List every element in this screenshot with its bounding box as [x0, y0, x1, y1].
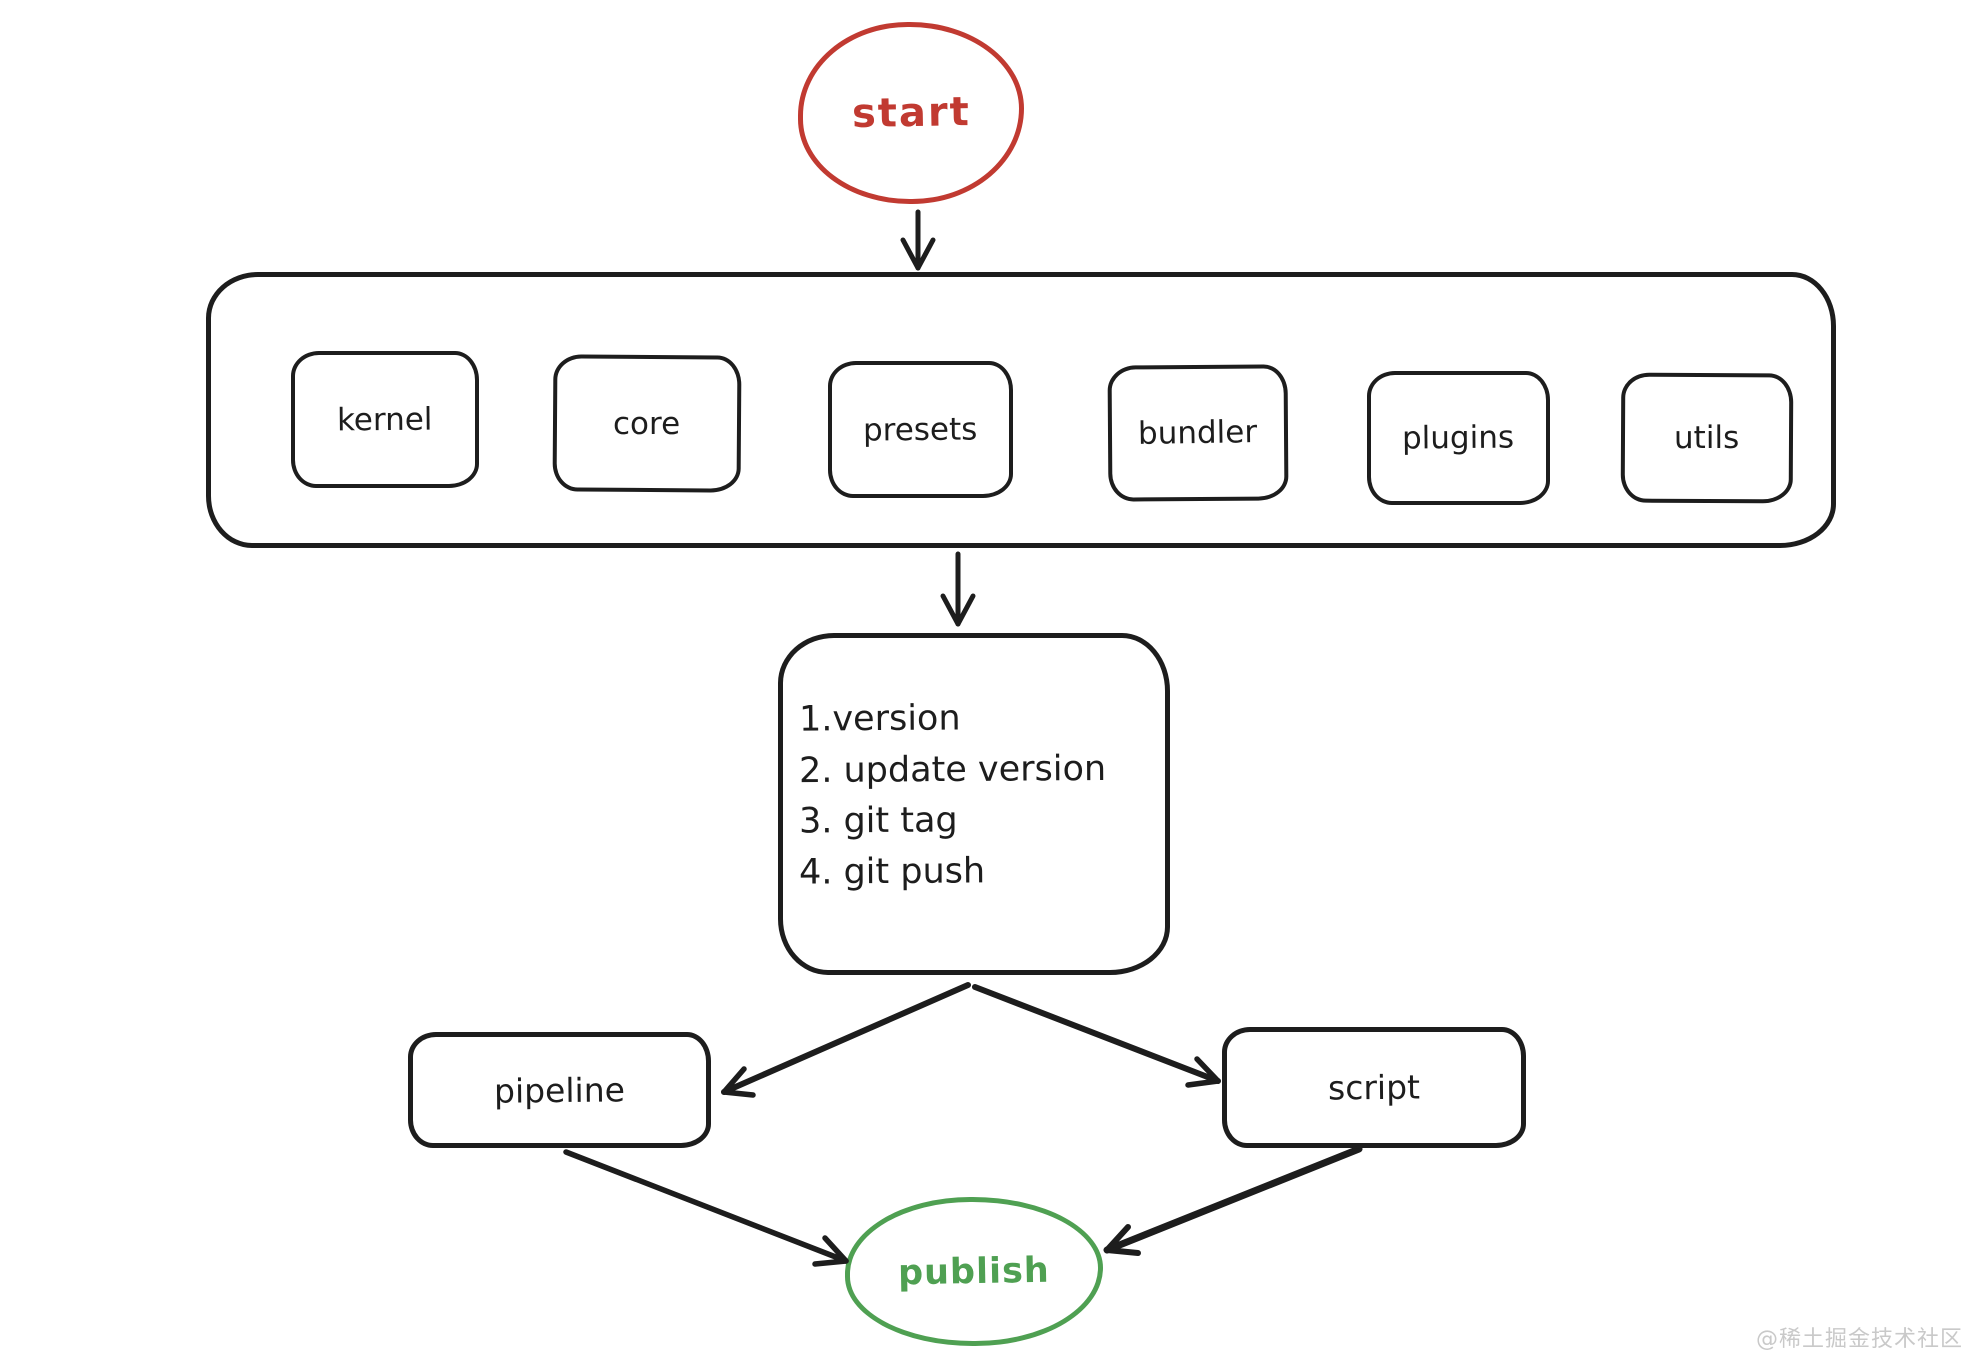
- module-box-plugins: plugins: [1367, 371, 1550, 505]
- module-label-presets: presets: [863, 411, 978, 448]
- module-box-presets: presets: [828, 361, 1013, 498]
- release-step-3: 3. git tag: [798, 800, 958, 842]
- release-step-2: 2. update version: [798, 748, 1107, 792]
- module-box-core: core: [552, 354, 742, 493]
- module-label-bundler: bundler: [1138, 414, 1258, 452]
- start-node: start: [798, 22, 1024, 204]
- pipeline-label: pipeline: [493, 1069, 626, 1111]
- script-label: script: [1327, 1067, 1421, 1108]
- publish-node: publish: [845, 1197, 1103, 1346]
- module-label-core: core: [613, 405, 681, 442]
- module-label-kernel: kernel: [337, 401, 433, 438]
- edge-modules-to-steps: [940, 551, 976, 627]
- edge-steps-to-pipeline: [721, 982, 971, 1098]
- release-step-4: 4. git push: [798, 851, 986, 893]
- module-box-kernel: kernel: [291, 351, 479, 488]
- script-node: script: [1222, 1027, 1526, 1148]
- edge-pipeline-to-publish: [563, 1149, 849, 1267]
- module-label-utils: utils: [1674, 419, 1740, 457]
- start-label: start: [851, 88, 971, 138]
- module-label-plugins: plugins: [1402, 419, 1515, 457]
- watermark: @稀土掘金技术社区: [1755, 1327, 1963, 1352]
- publish-label: publish: [897, 1250, 1051, 1293]
- module-box-utils: utils: [1620, 372, 1794, 504]
- release-steps-node: 1.version 2. update version 3. git tag 4…: [778, 633, 1170, 975]
- module-box-bundler: bundler: [1107, 364, 1289, 502]
- edge-steps-to-script: [972, 984, 1221, 1088]
- release-step-1: 1.version: [798, 698, 961, 740]
- edge-script-to-publish: [1103, 1145, 1363, 1256]
- modules-container: kernel core presets bundler plugins util…: [206, 272, 1836, 548]
- pipeline-node: pipeline: [408, 1032, 711, 1148]
- edge-start-to-modules: [900, 209, 936, 271]
